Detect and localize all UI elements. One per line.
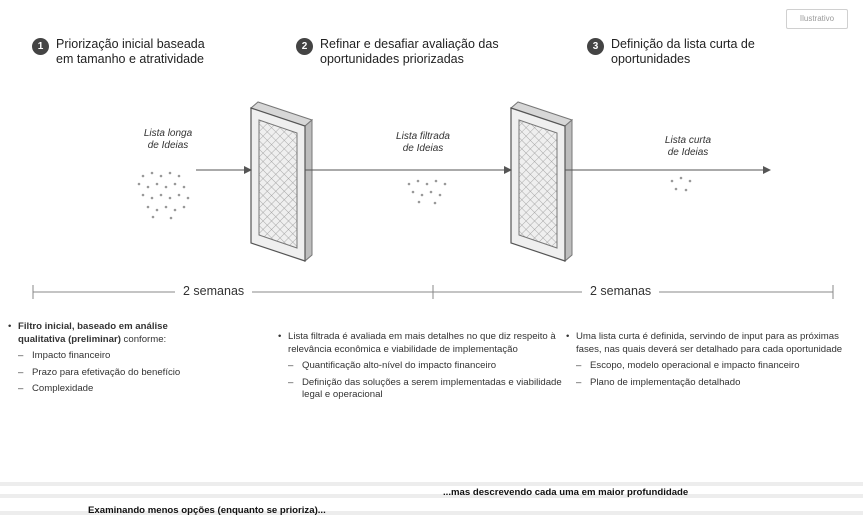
column-2-main-bullet: Lista filtrada é avaliada em mais detalh… <box>278 331 566 356</box>
scan-band-2 <box>0 494 863 498</box>
step-3-number: 3 <box>587 38 604 55</box>
scan-band-1 <box>0 482 863 486</box>
filtered-list-dots <box>407 179 447 205</box>
column-2-sub-2: Definição das soluções a serem implement… <box>278 377 566 402</box>
column-1-main-line1: Filtro inicial, baseado em análise <box>18 321 168 332</box>
step-1-header: 1 Priorização inicial baseada em tamanho… <box>32 37 205 67</box>
column-3-sub-2: Plano de implementação detalhado <box>566 377 846 390</box>
step-2-header: 2 Refinar e desafiar avaliação das oport… <box>296 37 499 67</box>
short-list-label: Lista curta de Ideias <box>643 135 733 159</box>
long-list-label: Lista longa de Ideias <box>123 128 213 152</box>
step-1-number: 1 <box>32 38 49 55</box>
long-list-label-line2: de Ideias <box>147 140 189 151</box>
step-3-header: 3 Definição da lista curta de oportunida… <box>587 37 755 67</box>
column-1-sub-2: Prazo para efetivação do benefício <box>8 367 276 380</box>
filter-1-icon <box>250 101 313 263</box>
filtered-list-label-line2: de Ideias <box>402 143 444 154</box>
step-3-title-line1: Definição da lista curta de <box>611 37 755 51</box>
scan-band-3 <box>0 511 863 515</box>
column-3-description: Uma lista curta é definida, servindo de … <box>566 331 846 389</box>
timeline-left-label: 2 semanas <box>175 284 253 298</box>
short-list-label-line1: Lista curta <box>664 135 712 146</box>
column-1-sub-3: Complexidade <box>8 383 276 396</box>
column-1-main-bullet: Filtro inicial, baseado em análise quali… <box>8 321 276 346</box>
step-2-number: 2 <box>296 38 313 55</box>
step-1-title-line2: em tamanho e atratividade <box>56 52 205 66</box>
filter-diagram <box>137 101 771 263</box>
step-2-title: Refinar e desafiar avaliação das oportun… <box>320 37 499 67</box>
filtered-list-label: Lista filtrada de Ideias <box>378 131 468 155</box>
column-1-description: Filtro inicial, baseado em análise quali… <box>8 321 276 396</box>
filtered-list-label-line1: Lista filtrada <box>396 131 450 142</box>
column-3-sub-1: Escopo, modelo operacional e impacto fin… <box>566 360 846 373</box>
bottom-left-text: Examinando menos opções (enquanto se pri… <box>88 505 326 516</box>
filter-2-icon <box>510 101 573 263</box>
long-list-label-line1: Lista longa <box>143 128 193 139</box>
column-1-main-bold: qualitativa (preliminar) <box>18 333 121 345</box>
column-1-main-rest: conforme: <box>120 333 167 345</box>
step-2-title-line1: Refinar e desafiar avaliação das <box>320 37 499 51</box>
short-list-label-line2: de Ideias <box>667 147 709 158</box>
short-list-dots <box>670 176 692 192</box>
step-1-title: Priorização inicial baseada em tamanho e… <box>56 37 205 67</box>
step-3-title: Definição da lista curta de oportunidade… <box>611 37 755 67</box>
step-1-title-line1: Priorização inicial baseada <box>56 37 205 51</box>
step-3-title-line2: oportunidades <box>611 52 691 66</box>
illustrative-tag: Ilustrativo <box>786 9 848 29</box>
timeline-right-label: 2 semanas <box>582 284 660 298</box>
column-3-main-bullet: Uma lista curta é definida, servindo de … <box>566 331 846 356</box>
column-2-description: Lista filtrada é avaliada em mais detalh… <box>278 331 566 402</box>
step-2-title-line2: oportunidades priorizadas <box>320 52 464 66</box>
column-2-sub-1: Quantificação alto-nível do impacto fina… <box>278 360 566 373</box>
long-list-dots <box>137 171 190 220</box>
timeline <box>32 285 834 299</box>
column-1-sub-1: Impacto financeiro <box>8 350 276 363</box>
bottom-right-text: ...mas descrevendo cada uma em maior pro… <box>443 487 689 498</box>
